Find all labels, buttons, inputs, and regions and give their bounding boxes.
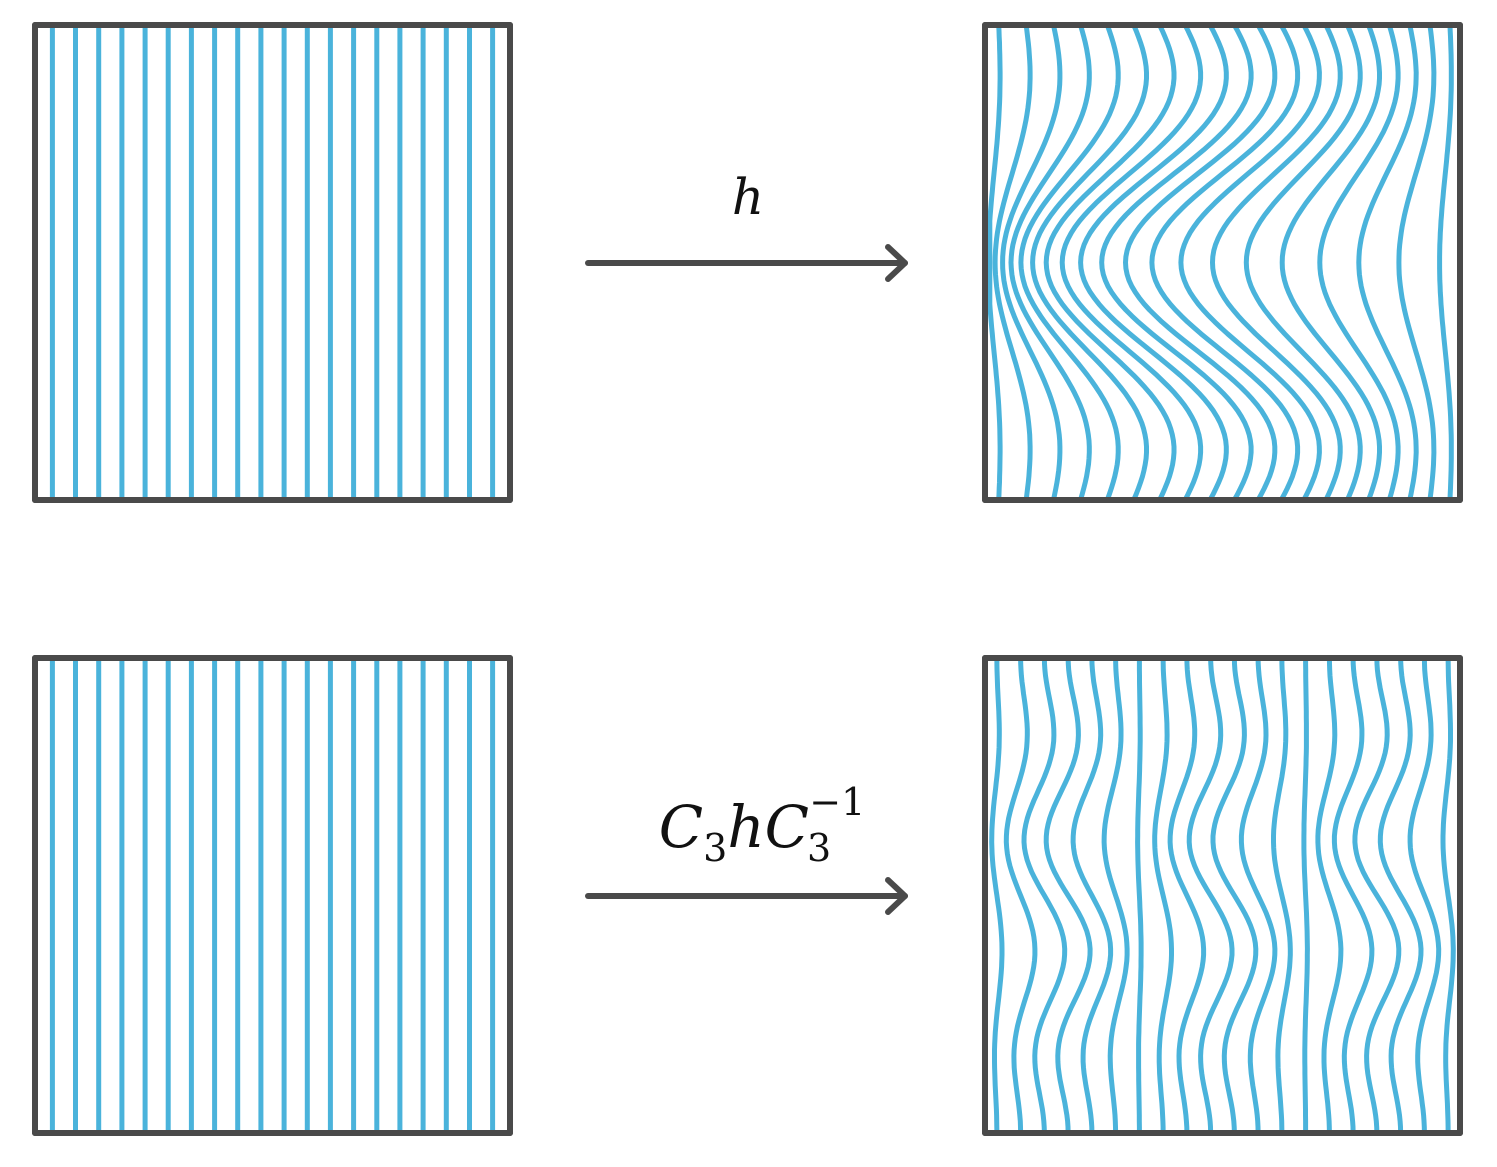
label-sup: −1: [809, 780, 865, 824]
deformed-line: [1135, 658, 1144, 1133]
deformed-line: [1152, 657, 1174, 1133]
deformed-line: [1377, 657, 1424, 1134]
label-mid: hC: [727, 793, 809, 861]
bottom-left-straight-lines: [49, 658, 496, 1133]
deformed-line: [1003, 657, 1038, 1134]
deformed-line: [1178, 23, 1322, 502]
bottom-row: C3hC3−1: [32, 655, 1463, 1136]
deformed-line: [1030, 24, 1149, 501]
deformed-line: [1437, 24, 1454, 501]
bottom-right-square: [982, 655, 1463, 1136]
top-arrow-head: [885, 244, 908, 282]
deformed-line: [1167, 657, 1207, 1134]
deformed-line: [1099, 23, 1254, 502]
deformed-line: [1407, 657, 1442, 1134]
deformed-line: [1210, 657, 1259, 1134]
bottom-arrow: [585, 877, 908, 915]
top-left-straight-lines: [49, 25, 496, 500]
top-arrow: [585, 244, 908, 282]
deformed-line: [1070, 657, 1114, 1134]
deformed-line: [1186, 657, 1235, 1134]
bottom-left-square: [32, 655, 513, 1136]
deformed-line: [1238, 657, 1278, 1134]
deformed-line: [1331, 657, 1375, 1134]
deformed-line: [1440, 657, 1456, 1133]
deformed-line: [1101, 657, 1130, 1134]
deformed-line: [1356, 24, 1419, 501]
top-right-square: [982, 22, 1463, 503]
deformed-line: [1123, 23, 1278, 502]
bottom-arrow-label: C3hC3−1: [659, 780, 866, 870]
deformed-line: [1043, 23, 1177, 502]
label-base: C: [659, 793, 703, 861]
deformed-line: [1000, 24, 1063, 501]
label-sub-1: 3: [703, 826, 727, 870]
deformed-line: [1279, 24, 1382, 501]
deformed-line: [1396, 24, 1437, 501]
deformed-line: [1018, 24, 1121, 501]
deformed-line: [1315, 657, 1344, 1134]
bottom-right-deformed-lines: [989, 657, 1456, 1134]
deformed-line: [1059, 23, 1204, 502]
deformed-line: [1008, 24, 1092, 501]
deformed-line: [1243, 24, 1363, 501]
deformed-line: [1301, 658, 1310, 1133]
deformed-line: [1271, 658, 1293, 1134]
top-arrow-label: h: [732, 168, 764, 226]
top-right-deformed-lines: [987, 23, 1454, 502]
deformed-line: [989, 658, 1005, 1134]
deformed-line: [1352, 657, 1402, 1134]
label-sub-2: 3: [807, 826, 831, 870]
deformed-line: [987, 24, 1003, 501]
bottom-arrow-head: [885, 877, 908, 915]
deformed-line: [1078, 23, 1229, 502]
top-row: h: [32, 22, 1463, 503]
deformed-line: [992, 24, 1033, 501]
deformed-line: [1149, 23, 1301, 502]
deformed-line: [1043, 657, 1093, 1134]
deformed-line: [1317, 24, 1401, 501]
deformed-line: [1021, 657, 1068, 1134]
top-left-square: [32, 22, 513, 503]
deformed-line: [1210, 23, 1343, 502]
